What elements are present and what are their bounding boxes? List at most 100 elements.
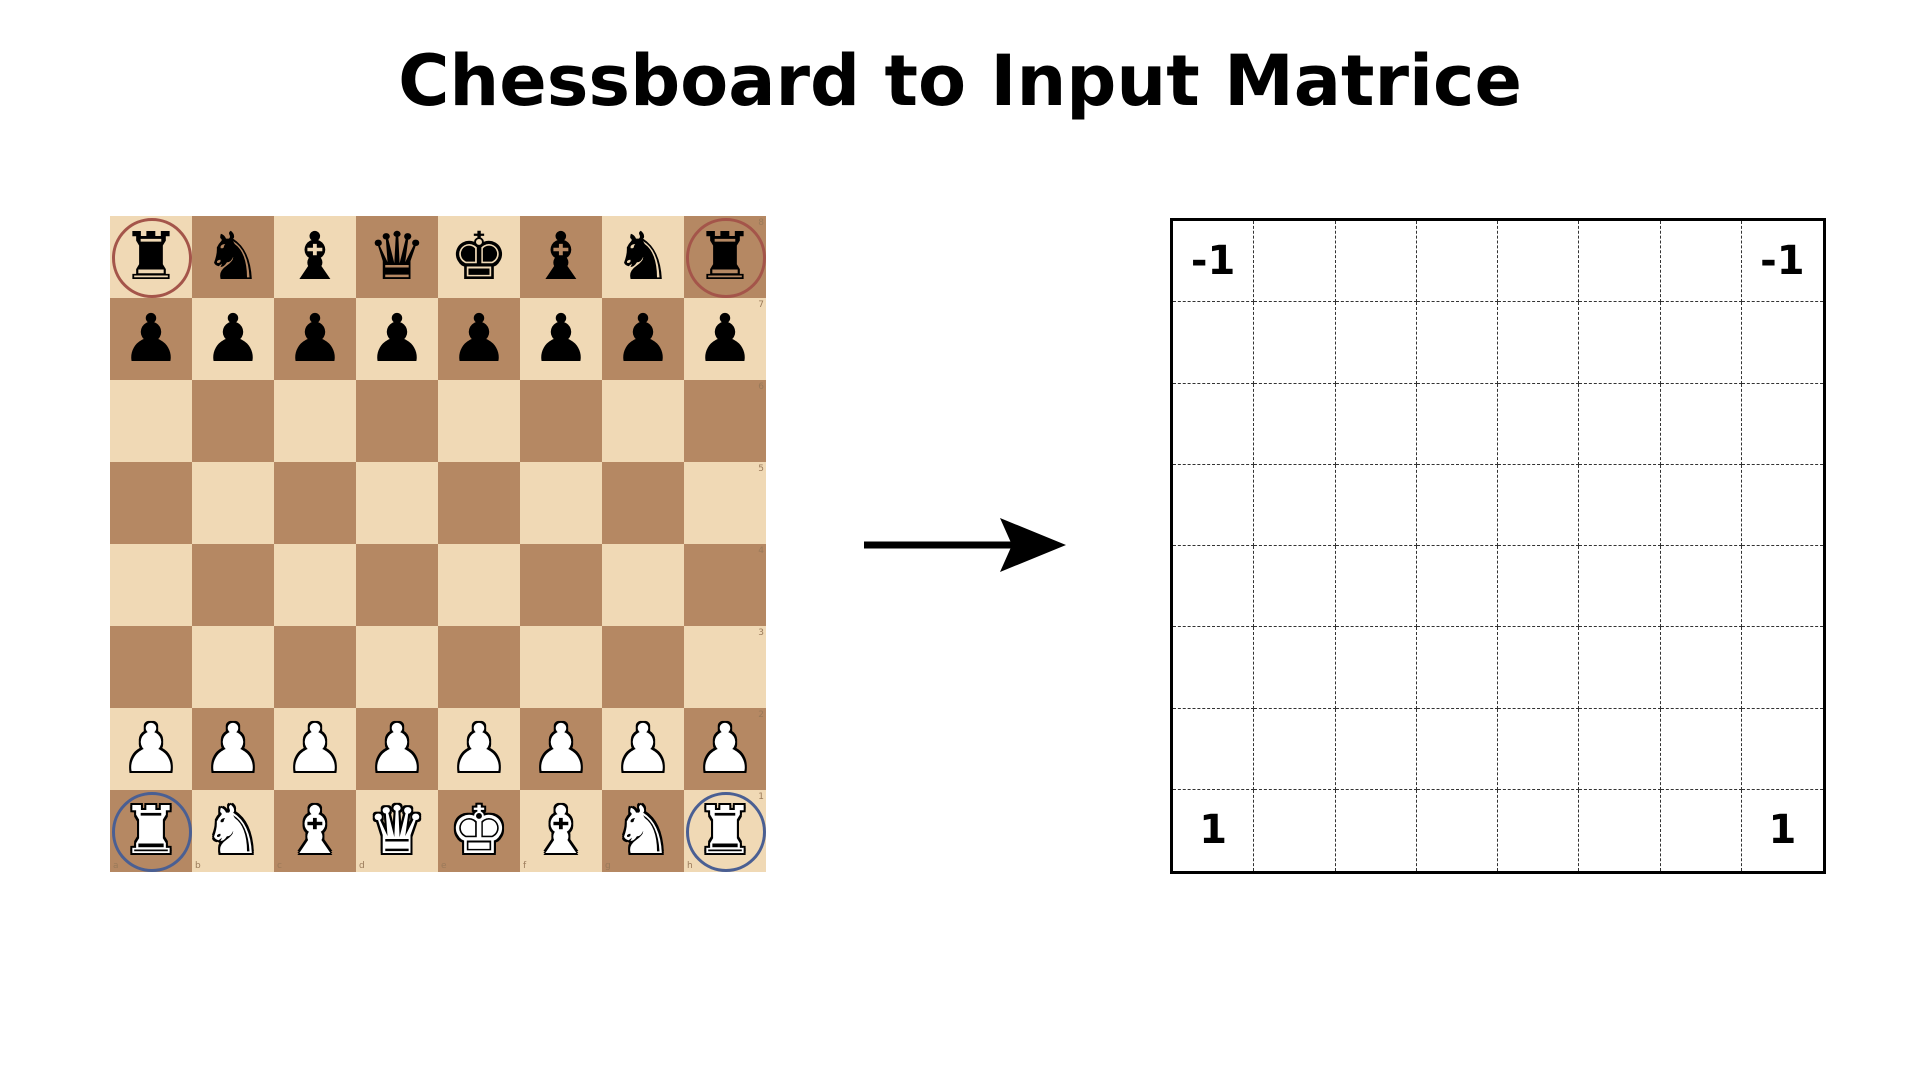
black-pawn-icon: ♟ [613, 300, 673, 377]
white-rook-icon: ♜ [121, 792, 181, 869]
black-pawn-icon: ♟ [531, 300, 591, 377]
matrix-cell [1416, 546, 1498, 628]
white-pawn-icon: ♟ [367, 710, 427, 787]
board-square-a7: ♟ [110, 298, 192, 380]
board-square-g3 [602, 626, 684, 708]
matrix-cell [1579, 708, 1661, 790]
white-pawn-icon: ♟ [449, 710, 509, 787]
matrix-cell [1498, 708, 1580, 790]
board-square-f2: ♟ [520, 708, 602, 790]
board-square-c1: ♝c [274, 790, 356, 872]
matrix-cell [1416, 221, 1498, 303]
board-square-a8: ♜ [110, 216, 192, 298]
board-square-h6: 6 [684, 380, 766, 462]
board-square-a4 [110, 544, 192, 626]
board-square-b4 [192, 544, 274, 626]
board-square-f1: ♝f [520, 790, 602, 872]
black-knight-icon: ♞ [613, 218, 673, 295]
board-square-g1: ♞g [602, 790, 684, 872]
white-pawn-icon: ♟ [531, 710, 591, 787]
matrix-cell [1254, 627, 1336, 709]
matrix-cell [1579, 302, 1661, 384]
black-rook-icon: ♜ [121, 218, 181, 295]
board-square-b1: ♞b [192, 790, 274, 872]
matrix-cell [1660, 464, 1742, 546]
board-square-g4 [602, 544, 684, 626]
matrix-cell [1335, 464, 1417, 546]
board-square-c7: ♟ [274, 298, 356, 380]
matrix-cell [1498, 302, 1580, 384]
matrix-cell [1498, 627, 1580, 709]
board-square-b3 [192, 626, 274, 708]
matrix-cell [1254, 221, 1336, 303]
board-square-f5 [520, 462, 602, 544]
matrix-cell [1254, 708, 1336, 790]
white-queen-icon: ♛ [367, 792, 427, 869]
matrix-cell [1660, 708, 1742, 790]
board-square-f4 [520, 544, 602, 626]
board-square-d5 [356, 462, 438, 544]
black-pawn-icon: ♟ [367, 300, 427, 377]
board-square-e4 [438, 544, 520, 626]
matrix-cell [1741, 465, 1823, 546]
file-label: d [359, 861, 365, 871]
board-square-c4 [274, 544, 356, 626]
white-pawn-icon: ♟ [695, 710, 755, 787]
file-label: f [523, 861, 527, 871]
matrix-cell: -1 [1741, 221, 1823, 303]
board-square-h4: 4 [684, 544, 766, 626]
matrix-cell [1741, 546, 1823, 628]
matrix-cell [1579, 221, 1661, 303]
black-queen-icon: ♛ [367, 218, 427, 295]
rank-label: 1 [758, 792, 764, 802]
matrix-cell [1498, 383, 1580, 465]
board-square-c2: ♟ [274, 708, 356, 790]
board-square-e5 [438, 462, 520, 544]
black-pawn-icon: ♟ [121, 300, 181, 377]
black-pawn-icon: ♟ [203, 300, 263, 377]
board-square-g2: ♟ [602, 708, 684, 790]
board-square-a3 [110, 626, 192, 708]
white-knight-icon: ♞ [203, 792, 263, 869]
matrix-cell [1335, 302, 1417, 384]
board-square-f8: ♝ [520, 216, 602, 298]
matrix-cell [1741, 709, 1823, 790]
black-bishop-icon: ♝ [531, 218, 591, 295]
matrix-cell: 1 [1768, 807, 1797, 854]
board-square-d2: ♟ [356, 708, 438, 790]
matrix-cell [1741, 384, 1823, 465]
board-square-b7: ♟ [192, 298, 274, 380]
board-square-e8: ♚ [438, 216, 520, 298]
matrix-cell [1254, 302, 1336, 384]
matrix-cell [1173, 464, 1255, 546]
matrix-cell [1661, 789, 1742, 871]
file-label: e [441, 861, 447, 871]
matrix-cell [1417, 789, 1498, 871]
matrix-cell [1254, 789, 1336, 871]
rank-label: 8 [758, 218, 764, 228]
board-square-a5 [110, 462, 192, 544]
matrix-cell [1173, 627, 1255, 709]
diagram-title: Chessboard to Input Matrice [398, 40, 1522, 122]
white-pawn-icon: ♟ [285, 710, 345, 787]
board-square-b2: ♟ [192, 708, 274, 790]
matrix-cell [1335, 627, 1417, 709]
black-bishop-icon: ♝ [285, 218, 345, 295]
board-square-e7: ♟ [438, 298, 520, 380]
black-pawn-icon: ♟ [285, 300, 345, 377]
matrix-cell [1416, 708, 1498, 790]
file-label: b [195, 861, 201, 871]
matrix-cell [1336, 789, 1417, 871]
white-rook-icon: ♜ [695, 792, 755, 869]
board-square-d8: ♛ [356, 216, 438, 298]
board-square-d1: ♛d [356, 790, 438, 872]
matrix-cell [1579, 464, 1661, 546]
board-square-h3: 3 [684, 626, 766, 708]
board-square-a6 [110, 380, 192, 462]
black-pawn-icon: ♟ [695, 300, 755, 377]
rank-label: 2 [758, 710, 764, 720]
matrix-cell [1173, 708, 1255, 790]
matrix-cell [1579, 546, 1661, 628]
board-square-d7: ♟ [356, 298, 438, 380]
